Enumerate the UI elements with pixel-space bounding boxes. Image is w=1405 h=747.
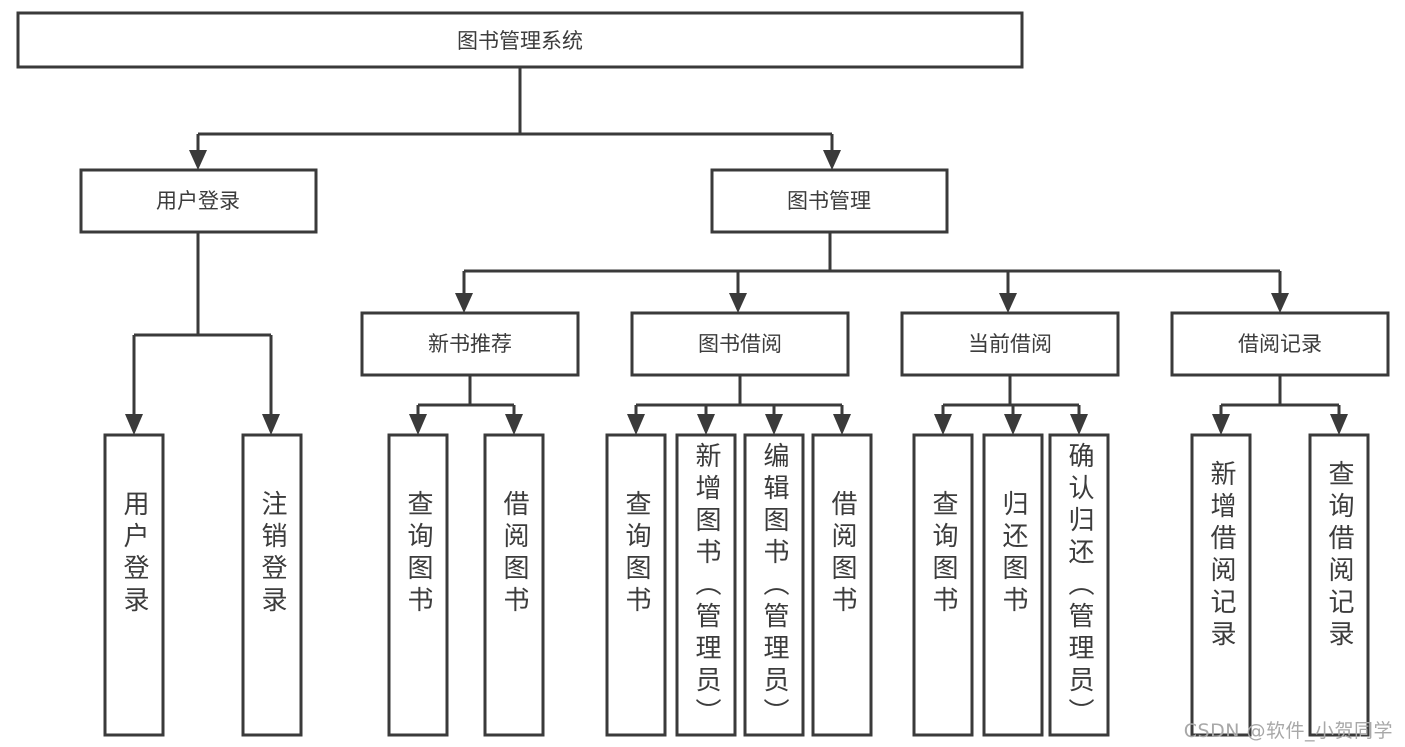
node-user-login[interactable]: 用户登录 — [79, 168, 318, 234]
node-book-borrow[interactable]: 图书借阅 — [630, 311, 850, 377]
node-book-borrow-label: 图书借阅 — [698, 332, 782, 356]
arrow-head-user-login — [189, 150, 207, 170]
connector-bookborrow-to-leaves — [627, 375, 851, 435]
leaf-box-query-book-2[interactable] — [605, 433, 667, 737]
arrow-head-leaf-borrow-book-1 — [505, 414, 523, 435]
leaf-box-borrow-book-2[interactable] — [811, 433, 873, 737]
leaf-box-query-book-1[interactable] — [387, 433, 449, 737]
connector-currentborrow-to-leaves — [934, 375, 1088, 435]
node-user-login-label: 用户登录 — [156, 189, 240, 213]
node-current-borrow-box — [900, 311, 1120, 377]
arrow-head-book-borrow — [729, 293, 747, 313]
csdn-watermark: CSDN @软件_小贺同学 — [1183, 720, 1393, 742]
arrow-head-new-book-recommend — [455, 293, 473, 313]
arrow-head-leaf-query-book-1 — [409, 414, 427, 435]
node-book-manage[interactable]: 图书管理 — [710, 168, 949, 234]
connector-bookmanage-to-level3 — [455, 232, 1289, 313]
node-new-book-recommend-box — [360, 311, 580, 377]
node-current-borrow-label: 当前借阅 — [968, 332, 1052, 356]
connector-root-to-level2 — [189, 67, 841, 170]
arrow-head-leaf-query-record — [1330, 414, 1348, 435]
arrow-head-leaf-query-book-3 — [934, 414, 952, 435]
connector-borrowrecord-to-leaves — [1212, 375, 1348, 435]
leaf-box-query-book-3[interactable] — [912, 433, 974, 737]
node-root-box — [16, 11, 1024, 69]
node-new-book-recommend[interactable]: 新书推荐 — [360, 311, 580, 377]
node-user-login-box — [79, 168, 318, 234]
arrow-head-leaf-logout-login — [262, 414, 280, 435]
leaf-box-logout-login[interactable] — [241, 433, 303, 737]
connector-newbook-to-leaves — [409, 375, 523, 435]
arrow-head-leaf-return-book — [1004, 414, 1022, 435]
leaf-box-query-record[interactable] — [1308, 433, 1370, 737]
leaf-box-add-record[interactable] — [1190, 433, 1252, 737]
node-root[interactable]: 图书管理系统 — [16, 11, 1024, 69]
arrow-head-current-borrow — [999, 293, 1017, 313]
arrow-head-leaf-confirm-return — [1070, 414, 1088, 435]
leaf-box-edit-book[interactable] — [743, 433, 805, 737]
leaf-box-borrow-book-1[interactable] — [483, 433, 545, 737]
leaf-box-return-book[interactable] — [982, 433, 1044, 737]
node-root-label: 图书管理系统 — [457, 29, 583, 53]
node-new-book-recommend-label: 新书推荐 — [428, 332, 512, 356]
node-book-manage-box — [710, 168, 949, 234]
node-book-borrow-box — [630, 311, 850, 377]
leaf-box-user-login[interactable] — [103, 433, 165, 737]
node-borrow-record[interactable]: 借阅记录 — [1170, 311, 1390, 377]
arrow-head-leaf-add-record — [1212, 414, 1230, 435]
arrow-head-leaf-query-book-2 — [627, 414, 645, 435]
arrow-head-leaf-edit-book — [765, 414, 783, 435]
arrow-head-borrow-record — [1271, 293, 1289, 313]
leaf-box-add-book[interactable] — [675, 433, 737, 737]
node-borrow-record-box — [1170, 311, 1390, 377]
arrow-head-leaf-add-book — [697, 414, 715, 435]
arrow-head-book-manage — [823, 150, 841, 170]
arrow-head-leaf-borrow-book-2 — [833, 414, 851, 435]
arrow-head-leaf-user-login — [125, 414, 143, 435]
node-current-borrow[interactable]: 当前借阅 — [900, 311, 1120, 377]
connector-userlogin-to-leaves — [125, 232, 280, 435]
node-book-manage-label: 图书管理 — [787, 189, 871, 213]
node-borrow-record-label: 借阅记录 — [1238, 332, 1322, 356]
leaf-box-confirm-return[interactable] — [1048, 433, 1110, 737]
